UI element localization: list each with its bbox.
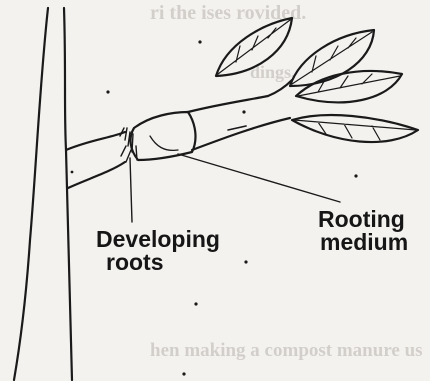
label-developing-roots-line-2: roots — [96, 251, 220, 274]
label-rooting-medium-line-1: Rooting — [318, 208, 408, 231]
main-stem-right-edge — [64, 8, 72, 380]
speck — [198, 40, 201, 43]
speck — [242, 110, 245, 113]
branch-lower-edge — [68, 162, 125, 188]
main-stem-left-edge — [14, 8, 48, 380]
leader-line-developing-roots — [130, 158, 132, 222]
label-developing-roots: Developing roots — [96, 228, 220, 274]
speck — [194, 302, 197, 305]
label-rooting-medium: Rooting medium — [318, 208, 408, 254]
branch-upper-edge — [66, 132, 125, 150]
shoot-lower-edge — [192, 118, 290, 150]
speck — [106, 90, 109, 93]
speck — [71, 171, 74, 174]
speck — [244, 260, 247, 263]
leaf-right-upper — [296, 71, 402, 102]
shoot-upper-edge — [188, 80, 292, 112]
label-rooting-medium-line-2: medium — [318, 231, 408, 254]
leader-line-rooting-medium — [178, 154, 340, 202]
speck — [354, 174, 357, 177]
rooting-medium-shading — [150, 136, 178, 150]
shoot-dash-1 — [228, 126, 246, 130]
rooting-medium-wrap — [131, 112, 196, 160]
label-developing-roots-line-1: Developing — [96, 228, 220, 251]
speck — [182, 372, 185, 375]
